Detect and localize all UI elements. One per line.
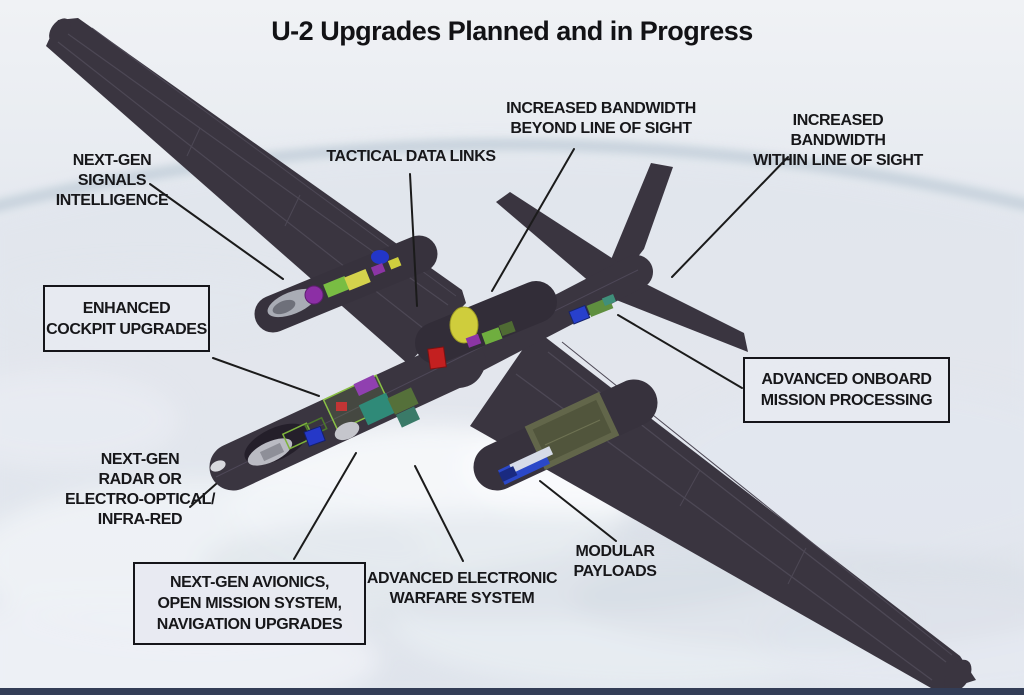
rear-equipment-cutaway xyxy=(568,294,617,325)
bottom-edge-strip xyxy=(0,688,1024,695)
wing-pod-right xyxy=(473,379,658,491)
leader-tactical-data-links xyxy=(409,173,418,307)
leader-radar-eo-ir xyxy=(189,483,217,508)
callout-radar-eo-ir: NEXT-GEN RADAR OR ELECTRO-OPTICAL/ INFRA… xyxy=(64,451,216,528)
callout-modular-payloads: MODULAR PAYLOADS xyxy=(573,543,657,580)
satcom-dish xyxy=(449,306,479,344)
leader-bandwidth-within xyxy=(671,156,789,278)
callout-electronic-warfare: ADVANCED ELECTRONIC WARFARE SYSTEM xyxy=(366,570,558,607)
leader-bandwidth-beyond xyxy=(491,148,575,292)
vertical-fin xyxy=(610,163,673,272)
callout-onboard-processing: ADVANCED ONBOARD MISSION PROCESSING xyxy=(743,357,950,423)
callout-tactical-data-links: TACTICAL DATA LINKS xyxy=(326,148,496,165)
u2-aircraft xyxy=(46,18,976,693)
red-component xyxy=(427,346,447,370)
dorsal-canoe-pod xyxy=(415,281,557,370)
callout-enhanced-cockpit: ENHANCED COCKPIT UPGRADES xyxy=(43,285,210,352)
avionics-bay-cutaway xyxy=(303,374,421,447)
nose-window xyxy=(210,460,226,472)
callout-bandwidth-beyond: INCREASED BANDWIDTH BEYOND LINE OF SIGHT xyxy=(506,100,696,137)
leader-onboard-processing xyxy=(617,314,743,389)
callout-bandwidth-within: INCREASED BANDWIDTH WITHIN LINE OF SIGHT xyxy=(753,112,923,169)
leader-lines xyxy=(149,148,789,562)
leader-enhanced-cockpit xyxy=(212,357,320,397)
leader-signals-intelligence xyxy=(149,183,284,280)
leader-avionics xyxy=(293,452,357,560)
wing-pod-left xyxy=(254,235,438,333)
callout-signals-intelligence: NEXT-GEN SIGNALS INTELLIGENCE xyxy=(55,152,169,209)
leader-modular-payloads xyxy=(539,480,617,542)
callout-avionics: NEXT-GEN AVIONICS, OPEN MISSION SYSTEM, … xyxy=(133,562,366,645)
leader-electronic-warfare xyxy=(414,465,464,562)
fuselage xyxy=(209,255,653,491)
diagram-title: U-2 Upgrades Planned and in Progress xyxy=(271,16,753,46)
left-stabilizer xyxy=(496,192,618,289)
